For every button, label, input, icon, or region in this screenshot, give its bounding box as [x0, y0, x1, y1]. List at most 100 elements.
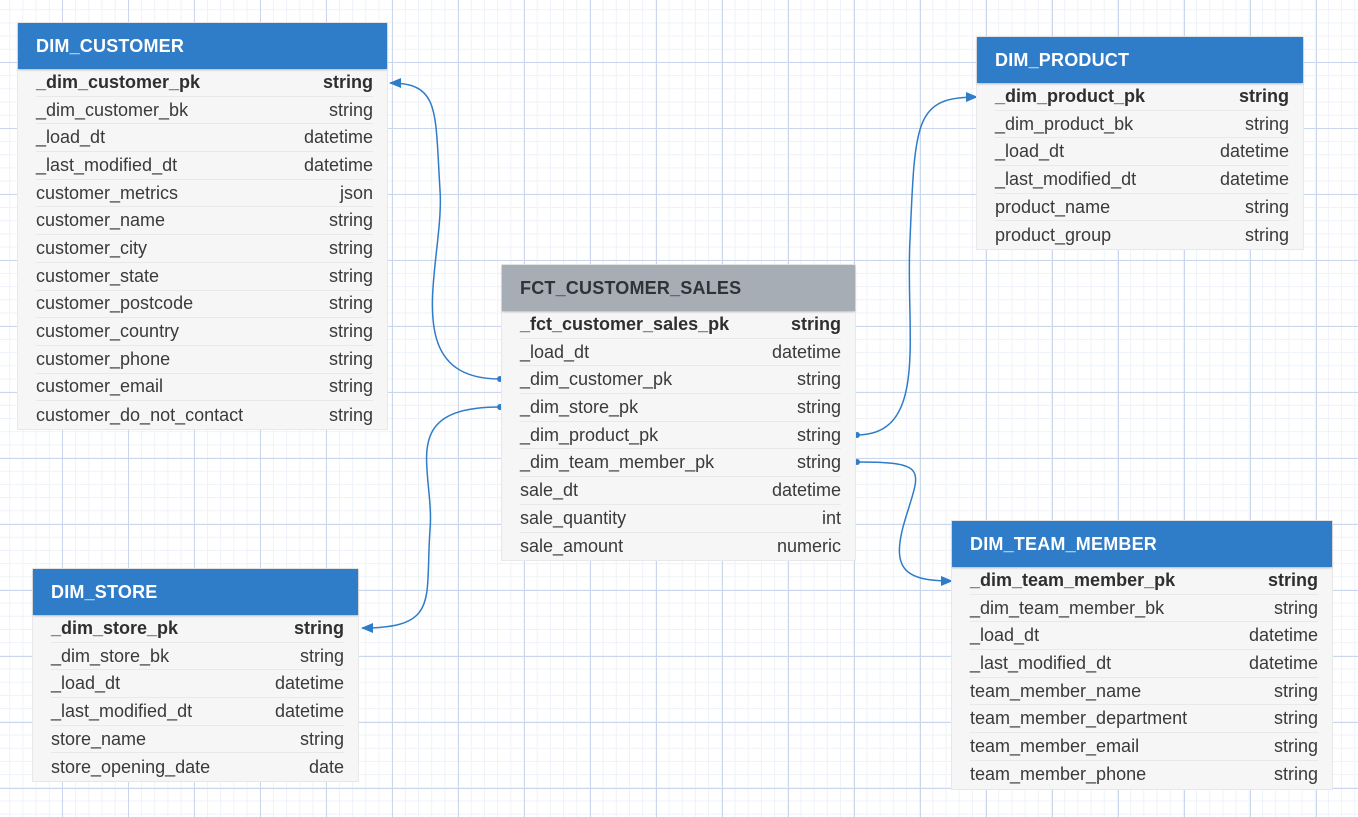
column-name: _last_modified_dt [970, 652, 1112, 673]
table-row[interactable]: customer_state string [36, 263, 373, 291]
column-type: int [821, 507, 841, 528]
column-name: _last_modified_dt [51, 700, 193, 721]
column-type: date [308, 756, 344, 777]
column-type: string [322, 71, 373, 92]
column-type: datetime [274, 700, 344, 721]
column-name: _dim_team_member_pk [970, 569, 1176, 590]
column-type: string [796, 424, 841, 445]
column-name: team_member_department [970, 708, 1188, 729]
table-title[interactable]: DIM_PRODUCT [977, 37, 1303, 83]
table-fct-customer-sales[interactable]: FCT_CUSTOMER_SALES _fct_customer_sales_p… [502, 265, 855, 561]
column-name: customer_postcode [36, 293, 194, 314]
table-row[interactable]: _dim_store_pk string [520, 394, 841, 422]
table-row[interactable]: customer_name string [36, 207, 373, 236]
column-type: string [328, 376, 373, 397]
column-type: string [796, 396, 841, 417]
table-row[interactable]: _last_modified_dt datetime [970, 650, 1318, 678]
column-type: datetime [1248, 625, 1318, 646]
table-row[interactable]: team_member_department string [970, 705, 1318, 734]
table-row[interactable]: _load_dt datetime [36, 124, 373, 153]
column-type: datetime [1219, 141, 1289, 162]
column-name: customer_country [36, 321, 180, 342]
column-type: datetime [274, 673, 344, 694]
table-title[interactable]: DIM_CUSTOMER [18, 23, 387, 69]
table-title[interactable]: DIM_STORE [33, 569, 358, 615]
column-type: string [796, 452, 841, 473]
column-type: datetime [1248, 652, 1318, 673]
column-name: customer_name [36, 210, 166, 231]
column-name: _last_modified_dt [995, 168, 1137, 189]
table-row[interactable]: sale_quantity int [520, 505, 841, 533]
column-type: string [1273, 735, 1318, 756]
table-row[interactable]: product_group string [995, 221, 1289, 249]
column-type: string [328, 265, 373, 286]
table-row[interactable]: _dim_customer_pk string [36, 69, 373, 97]
link-store [361, 404, 503, 633]
table-row[interactable]: _last_modified_dt datetime [51, 698, 344, 726]
column-type: string [328, 348, 373, 369]
column-type: datetime [303, 154, 373, 175]
column-type: datetime [771, 341, 841, 362]
column-type: datetime [1219, 168, 1289, 189]
column-type: string [1273, 708, 1318, 729]
table-row[interactable]: _last_modified_dt datetime [995, 166, 1289, 194]
table-row[interactable]: _dim_store_pk string [51, 615, 344, 643]
column-type: string [1273, 764, 1318, 785]
column-name: _dim_customer_pk [36, 71, 201, 92]
column-type: datetime [771, 479, 841, 500]
column-name: customer_do_not_contact [36, 404, 244, 425]
column-type: string [1244, 224, 1289, 245]
column-name: _dim_store_pk [51, 617, 179, 638]
link-customer [389, 78, 503, 382]
column-name: _load_dt [36, 127, 106, 148]
column-name: _dim_store_pk [520, 396, 639, 417]
table-row[interactable]: customer_city string [36, 235, 373, 263]
column-type: datetime [303, 127, 373, 148]
column-name: customer_city [36, 237, 148, 258]
column-type: string [328, 210, 373, 231]
column-name: sale_quantity [520, 507, 627, 528]
column-name: customer_state [36, 265, 160, 286]
table-title[interactable]: FCT_CUSTOMER_SALES [502, 265, 855, 311]
column-name: product_group [995, 224, 1112, 245]
column-type: string [328, 237, 373, 258]
table-title[interactable]: DIM_TEAM_MEMBER [952, 521, 1332, 567]
column-type: string [299, 728, 344, 749]
column-type: string [293, 617, 344, 638]
